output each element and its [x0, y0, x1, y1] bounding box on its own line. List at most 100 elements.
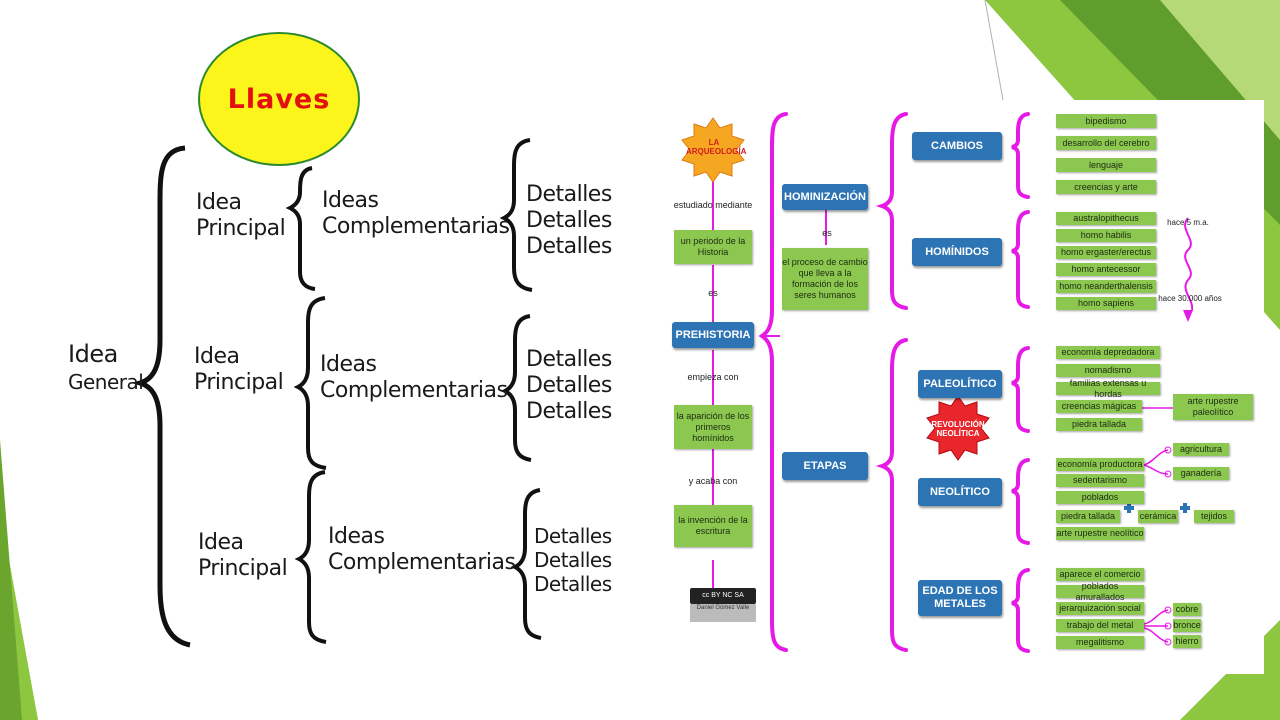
idea-general-label: Idea General — [68, 340, 144, 396]
box-hominidos: HOMÍNIDOS — [912, 238, 1002, 266]
revolucion-starburst — [926, 395, 990, 461]
general-line2: General — [68, 370, 144, 394]
row2-details: Detalles Detalles Detalles — [526, 347, 612, 425]
row2-detail-3: Detalles — [526, 399, 612, 424]
neo-eco-agricultura: agricultura — [1173, 443, 1229, 456]
row1-comp-line2: Complementarias — [322, 214, 510, 239]
metal-bronce: bronce — [1173, 619, 1201, 632]
cambios-item-3: lenguaje — [1056, 158, 1156, 172]
cambios-item-4: creencias y arte — [1056, 180, 1156, 194]
time-top-label: hace 5 m.a. — [1167, 218, 1209, 227]
link-estudiado: estudiado mediante — [673, 200, 753, 210]
title-oval: Llaves — [198, 32, 360, 166]
row2-detail-1: Detalles — [526, 347, 612, 372]
box-edad-metales: EDAD DE LOS METALES — [918, 580, 1002, 616]
hominidos-item-4: homo antecessor — [1056, 263, 1156, 276]
link-empieza: empieza con — [687, 372, 739, 382]
metales-item-3: jerarquización social — [1056, 602, 1144, 615]
map-brace-paleolitico — [1011, 346, 1030, 433]
box-cambios: CAMBIOS — [912, 132, 1002, 160]
row2-principal-line1: Idea — [194, 344, 240, 369]
row2-principal-line2: Principal — [194, 370, 284, 395]
row3-brace-complementary — [294, 470, 327, 644]
row1-details: Detalles Detalles Detalles — [526, 182, 612, 260]
row2-comp-line1: Ideas — [320, 352, 377, 377]
bottom-left-triangle-dark — [0, 440, 22, 720]
paleo-item-4: creencias mágicas — [1056, 400, 1142, 413]
row1-comp-line1: Ideas — [322, 188, 379, 213]
map-brace-metales — [1011, 568, 1030, 653]
box-periodo-historia: un periodo de la Historia — [674, 230, 752, 264]
cc-license-badge: cc BY NC SA — [690, 588, 756, 604]
row2-brace-complementary — [293, 296, 327, 470]
box-invencion-escritura: la invención de la escritura — [674, 505, 752, 547]
row3-principal-line1: Idea — [198, 530, 244, 555]
metales-item-2: poblados amurallados — [1056, 581, 1144, 602]
row2-comp-line2: Complementarias — [320, 378, 508, 403]
row1-complementary: Ideas Complementarias — [322, 188, 510, 240]
row2-brace-details — [500, 314, 532, 462]
link-acaba: y acaba con — [688, 476, 738, 486]
map-brace-main — [758, 112, 788, 652]
metal-cobre: cobre — [1173, 603, 1201, 616]
neo-item-1: economía productora — [1056, 458, 1144, 471]
link-es: es — [708, 288, 718, 298]
paleo-item-2: nomadismo — [1056, 364, 1160, 377]
general-brace — [131, 145, 191, 648]
concept-map-connectors — [681, 112, 1194, 653]
paleo-item-1: economía depredadora — [1056, 346, 1160, 359]
metales-item-5: megalitismo — [1056, 636, 1144, 649]
map-brace-hominidos — [1011, 210, 1030, 309]
cambios-item-1: bipedismo — [1056, 114, 1156, 128]
metal-hierro: hierro — [1173, 635, 1201, 648]
map-brace-etapas — [875, 338, 908, 652]
row1-brace-complementary — [285, 166, 316, 291]
row3-brace-details — [510, 488, 542, 640]
hominidos-item-2: homo habilis — [1056, 229, 1156, 242]
row1-principal-line1: Idea — [196, 190, 242, 215]
row3-detail-1: Detalles — [534, 524, 612, 548]
neo-eco-ganaderia: ganadería — [1173, 467, 1229, 480]
box-aparicion-hominidos: la aparición de los primeros homínidos — [674, 405, 752, 449]
row1-principal-line2: Principal — [196, 216, 286, 241]
cambios-item-2: desarrollo del cerebro — [1056, 136, 1156, 150]
hominidos-item-1: australopithecus — [1056, 212, 1156, 225]
map-brace-cambios — [1011, 112, 1030, 199]
hominidos-item-6: homo sapiens — [1056, 297, 1156, 310]
row1-detail-1: Detalles — [526, 182, 612, 207]
row1-detail-3: Detalles — [526, 234, 612, 259]
row2-principal: Idea Principal — [194, 344, 284, 396]
prehistory-concept-map: LA ARQUEOLOGÍA estudiado mediante un per… — [668, 100, 1264, 674]
neo-item-3: poblados — [1056, 491, 1144, 504]
row3-details: Detalles Detalles Detalles — [534, 524, 612, 596]
paleo-item-5: piedra tallada — [1056, 418, 1142, 431]
metales-item-4: trabajo del metal — [1056, 619, 1144, 632]
box-etapas: ETAPAS — [782, 452, 868, 480]
row3-detail-3: Detalles — [534, 572, 612, 596]
row2-complementary: Ideas Complementarias — [320, 352, 508, 404]
box-hominizacion: HOMINIZACIÓN — [782, 184, 868, 210]
hominidos-item-5: homo neanderthalensis — [1056, 280, 1156, 293]
row3-comp-line2: Complementarias — [328, 550, 516, 575]
neo-item-4: piedra tallada — [1056, 510, 1120, 523]
row3-complementary: Ideas Complementarias — [328, 524, 516, 576]
row3-comp-line1: Ideas — [328, 524, 385, 549]
row3-principal: Idea Principal — [198, 530, 288, 582]
neo-tejidos: tejidos — [1194, 510, 1234, 523]
neo-item-2: sedentarismo — [1056, 474, 1144, 487]
box-prehistoria: PREHISTORIA — [672, 322, 754, 348]
general-line1: Idea — [68, 340, 118, 368]
box-hominizacion-def: el proceso de cambio que lleva a la form… — [782, 248, 868, 310]
revolucion-neolitica-label: REVOLUCIÓN NEOLÍTICA — [931, 420, 985, 438]
map-brace-hominizacion — [875, 112, 908, 310]
neo-item-5: arte rupestre neolítico — [1056, 527, 1144, 540]
box-neolitico: NEOLÍTICO — [918, 478, 1002, 506]
paleo-item-3: familias extensas u hordas — [1056, 378, 1160, 399]
hominidos-item-3: homo ergaster/erectus — [1056, 246, 1156, 259]
license-author: Daniel Gómez Valle — [690, 604, 756, 622]
row1-detail-2: Detalles — [526, 208, 612, 233]
arqueologia-starburst — [681, 117, 745, 183]
link-hom-es: es — [822, 228, 832, 238]
root-arqueologia: LA ARQUEOLOGÍA — [686, 138, 747, 156]
title-text: Llaves — [227, 83, 331, 115]
